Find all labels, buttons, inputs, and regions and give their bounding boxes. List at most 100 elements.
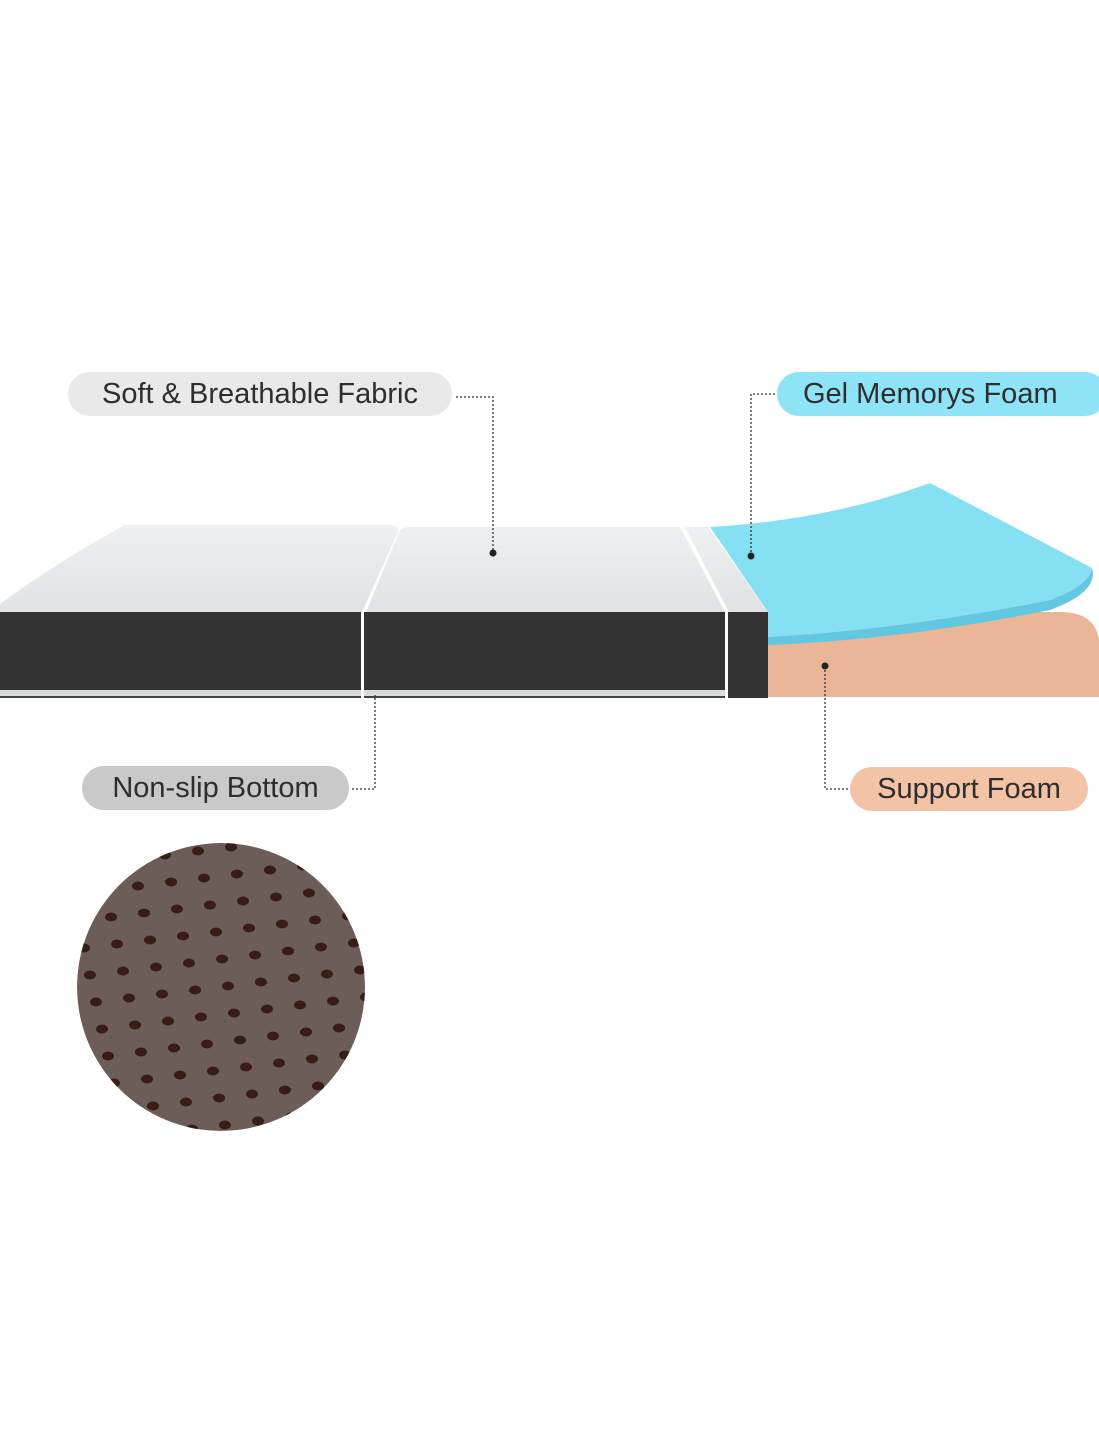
swatch-dot — [180, 1097, 192, 1107]
swatch-dot — [279, 1085, 291, 1095]
swatch-dot — [126, 854, 138, 864]
swatch-dot — [225, 843, 237, 852]
swatch-dot — [423, 819, 435, 828]
swatch-dot — [408, 904, 420, 913]
swatch-dot — [228, 1008, 240, 1018]
swatch-dot — [21, 840, 33, 849]
cover-panel-2-top — [366, 527, 725, 612]
swatch-dot — [117, 966, 129, 976]
swatch-dot — [381, 935, 393, 944]
cover-panel-1-top — [0, 525, 399, 612]
swatch-dot — [441, 900, 453, 909]
swatch-dot — [237, 896, 249, 906]
swatch-dot — [240, 1062, 252, 1072]
swatch-dot — [447, 927, 459, 936]
swatch-dot — [129, 1020, 141, 1030]
gel-pointer-dot — [747, 552, 755, 560]
swatch-dot — [255, 977, 267, 987]
swatch-dot — [90, 997, 102, 1007]
swatch-dot — [15, 813, 27, 822]
swatch-dot — [168, 1043, 180, 1053]
swatch-dot — [93, 858, 105, 868]
swatch-dot — [165, 877, 177, 887]
swatch-dot — [267, 1031, 279, 1041]
swatch-dot — [483, 1089, 495, 1098]
swatch-dot — [108, 1078, 120, 1088]
label-support-text: Support Foam — [877, 772, 1061, 805]
swatch-dot — [306, 750, 318, 759]
swatch-dot — [57, 1002, 69, 1011]
swatch-dot — [258, 843, 270, 848]
swatch-dot — [153, 1128, 165, 1131]
swatch-dot — [339, 1050, 351, 1060]
swatch-dot — [375, 908, 387, 917]
swatch-dot — [402, 877, 414, 886]
swatch-dot — [77, 1082, 87, 1092]
swatch-dot — [300, 1027, 312, 1037]
swatch-dot — [369, 881, 381, 890]
swatch-dot — [360, 992, 365, 1002]
swatch-dot — [312, 1081, 324, 1091]
swatch-dot — [84, 970, 96, 980]
swatch-dot — [321, 969, 333, 979]
cover-panel-3-top — [685, 527, 768, 612]
swatch-dot — [339, 746, 351, 755]
swatch-dot — [24, 1006, 36, 1015]
cover-panel-2-side — [364, 612, 725, 690]
swatch-dot — [324, 831, 336, 840]
swatch-dot — [306, 1054, 318, 1064]
swatch-dot — [219, 816, 231, 825]
swatch-dot — [438, 1039, 450, 1048]
swatch-dot — [333, 1023, 345, 1033]
swatch-dot — [141, 1074, 153, 1084]
swatch-dot — [123, 993, 135, 1003]
swatch-dot — [450, 1093, 462, 1102]
label-support: Support Foam — [850, 767, 1088, 811]
swatch-dot — [9, 786, 21, 795]
swatch-dot — [54, 1141, 66, 1150]
swatch-dot — [144, 935, 156, 945]
swatch-dot — [192, 846, 204, 856]
swatch-dot — [390, 823, 402, 832]
swatch-dot — [270, 892, 282, 902]
swatch-dot — [207, 1066, 219, 1076]
swatch-dot — [77, 889, 78, 899]
swatch-dot — [78, 943, 90, 953]
swatch-dot — [0, 871, 6, 880]
swatch-dot — [201, 1039, 213, 1049]
swatch-dot — [282, 946, 294, 956]
swatch-dot — [471, 1035, 483, 1044]
swatch-dot — [351, 1104, 363, 1114]
swatch-dot — [30, 1033, 42, 1042]
swatch-dot — [297, 861, 309, 871]
swatch-dot — [150, 962, 162, 972]
swatch-dot — [345, 1077, 357, 1087]
swatch-dot — [285, 1112, 297, 1122]
swatch-dot — [186, 820, 198, 829]
swatch-dot — [303, 888, 315, 898]
swatch-dot — [327, 996, 339, 1006]
cover-panel-1-side — [0, 612, 361, 690]
swatch-dot — [429, 846, 441, 855]
swatch-dot — [354, 965, 365, 975]
swatch-dot — [105, 912, 117, 922]
swatch-dot — [198, 873, 210, 883]
swatch-dot — [99, 885, 111, 895]
swatch-dot — [114, 1105, 126, 1115]
swatch-dot — [12, 952, 24, 961]
swatch-dot — [219, 1120, 231, 1130]
swatch-dot — [177, 931, 189, 941]
swatch-dot — [33, 894, 45, 903]
swatch-dot — [288, 973, 300, 983]
swatch-dot — [315, 942, 327, 952]
swatch-dot — [63, 1029, 75, 1038]
swatch-dot — [420, 958, 432, 967]
swatch-dot — [372, 1047, 384, 1056]
swatch-dot — [252, 1116, 264, 1126]
swatch-dot — [291, 843, 303, 844]
swatch-dot — [384, 1101, 396, 1110]
swatch-dot — [399, 1016, 411, 1025]
cover-panel-3-side — [728, 612, 768, 698]
swatch-dot — [87, 1137, 99, 1146]
